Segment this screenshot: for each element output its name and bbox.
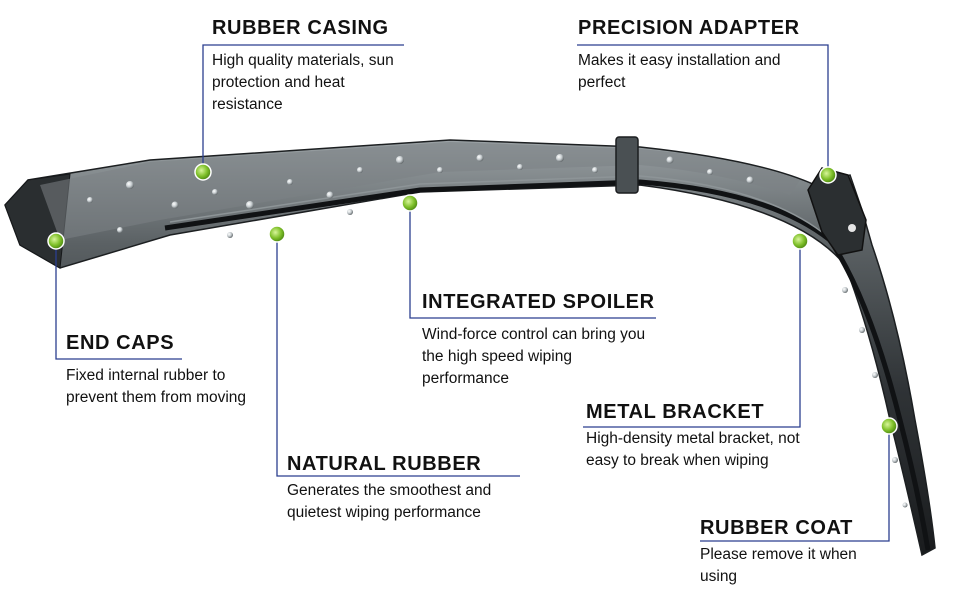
marker-end-caps <box>47 232 65 250</box>
casing-top-panel <box>40 142 800 240</box>
callout-title: NATURAL RUBBER <box>287 453 482 475</box>
callout-title: END CAPS <box>66 332 175 354</box>
spoiler-strip <box>164 179 931 551</box>
leader-integrated-spoiler <box>409 203 656 319</box>
callout-title: INTEGRATED SPOILER <box>422 291 655 313</box>
leader-rubber-coat <box>700 426 890 542</box>
callout-description: Fixed internal rubber to prevent them fr… <box>66 367 247 406</box>
leader-rubber-casing <box>202 44 404 172</box>
callout-title: RUBBER CASING <box>212 17 389 39</box>
callout-rubber-casing: RUBBER CASING High quality materials, su… <box>212 17 412 116</box>
marker-integrated-spoiler <box>401 194 419 212</box>
leader-end-caps <box>55 241 182 360</box>
adapter-pin <box>848 224 856 232</box>
clip-band <box>615 136 639 194</box>
callout-description: Please remove it when using <box>700 546 857 585</box>
leader-natural-rubber <box>276 234 520 477</box>
callout-title: PRECISION ADAPTER <box>578 17 800 39</box>
marker-rubber-casing <box>194 163 212 181</box>
leader-precision-adapter <box>577 44 829 175</box>
rubber-edge <box>169 175 823 233</box>
callout-description: Wind-force control can bring you the hig… <box>422 326 646 387</box>
leader-lines <box>55 44 890 542</box>
callout-description: High-density metal bracket, not easy to … <box>586 430 800 469</box>
callout-description: High quality materials, sun protection a… <box>212 52 394 113</box>
callout-rubber-coat: RUBBER COAT Please remove it when using <box>700 517 880 588</box>
marker-rubber-coat <box>880 417 898 435</box>
callout-metal-bracket: METAL BRACKET High-density metal bracket… <box>586 401 801 472</box>
callout-end-caps: END CAPS Fixed internal rubber to preven… <box>66 332 251 409</box>
leader-metal-bracket <box>583 241 801 428</box>
callout-integrated-spoiler: INTEGRATED SPOILER Wind-force control ca… <box>422 291 662 390</box>
callout-natural-rubber: NATURAL RUBBER Generates the smoothest a… <box>287 453 537 524</box>
callout-description: Generates the smoothest and quietest wip… <box>287 482 492 521</box>
marker-metal-bracket <box>791 232 809 250</box>
callout-title: METAL BRACKET <box>586 401 765 423</box>
water-droplets <box>87 154 908 508</box>
marker-precision-adapter <box>819 166 837 184</box>
adapter <box>807 167 867 256</box>
callout-precision-adapter: PRECISION ADAPTER Makes it easy installa… <box>578 17 800 94</box>
callout-title: RUBBER COAT <box>700 517 853 539</box>
marker-natural-rubber <box>268 225 286 243</box>
callout-description: Makes it easy installation and perfect <box>578 52 781 91</box>
callout-markers <box>47 163 898 435</box>
